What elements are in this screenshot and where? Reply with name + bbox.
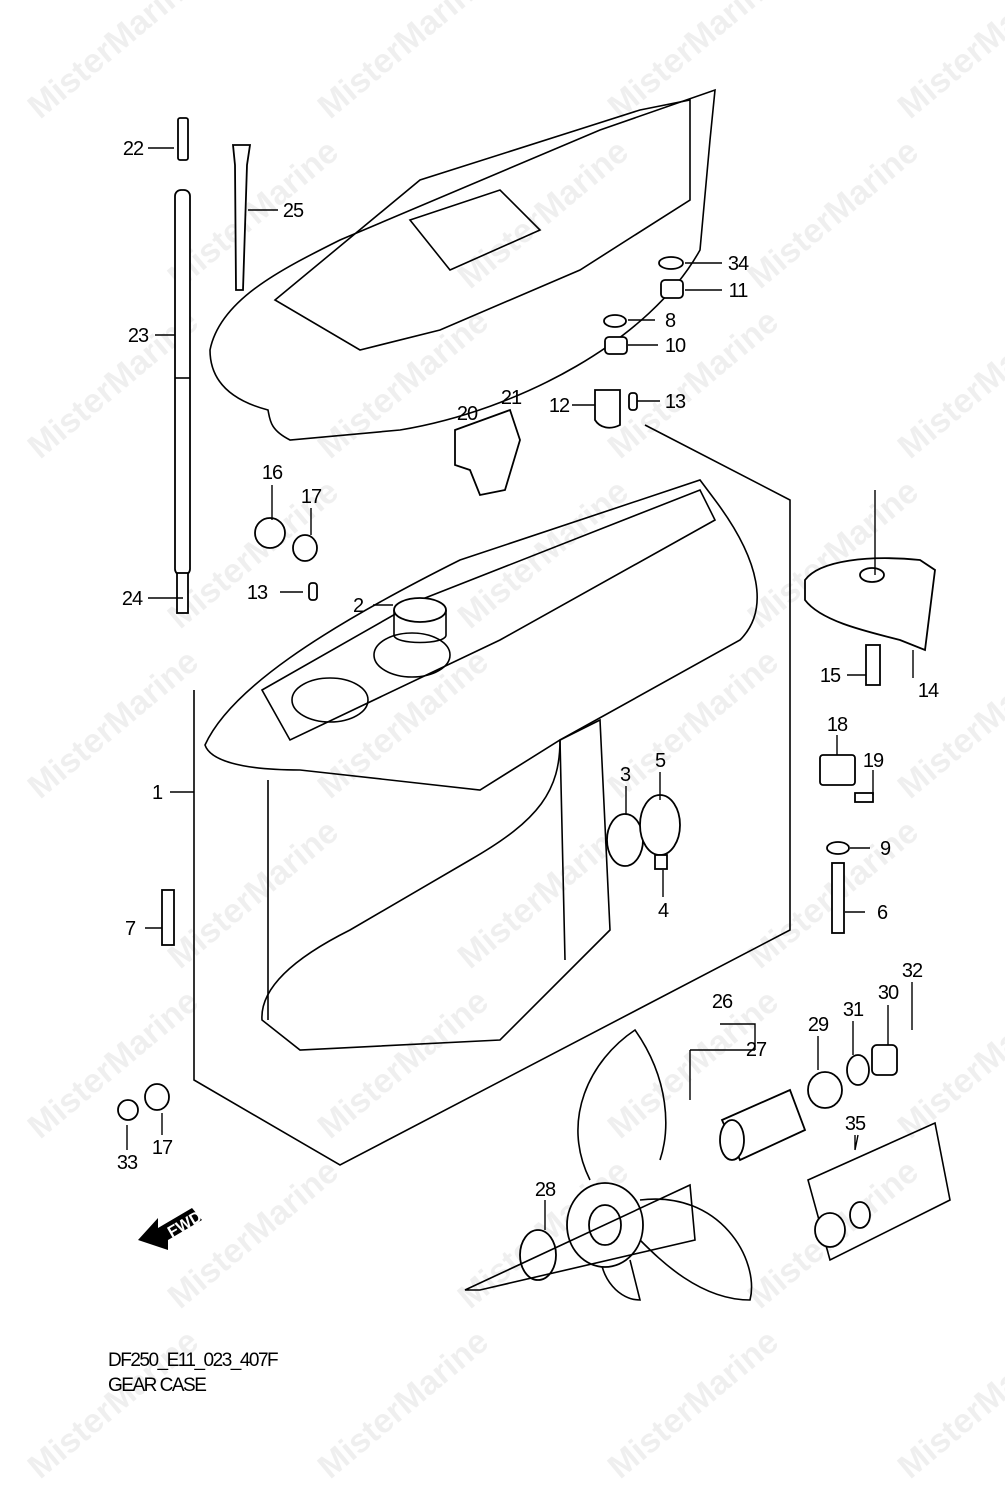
callout-13: 13 <box>247 582 268 604</box>
callout-33: 33 <box>117 1152 138 1174</box>
watermark-text: MisterMarine <box>891 982 1005 1146</box>
callout-4: 4 <box>658 900 669 922</box>
callout-17: 17 <box>152 1137 173 1159</box>
watermark-text: MisterMarine <box>21 1322 206 1486</box>
callout-6: 6 <box>877 902 888 924</box>
watermark-text: MisterMarine <box>891 302 1005 466</box>
callout-29: 29 <box>808 1014 829 1036</box>
callout-14: 14 <box>918 680 939 702</box>
callout-34: 34 <box>728 253 749 275</box>
watermark-text: MisterMarine <box>21 0 206 126</box>
callout-18: 18 <box>827 714 848 736</box>
callout-1: 1 <box>152 782 163 804</box>
callout-8: 8 <box>665 310 676 332</box>
callout-17: 17 <box>301 486 322 508</box>
water-pump-cover-part <box>209 88 716 441</box>
watermark-text: MisterMarine <box>21 642 206 806</box>
watermark-text: MisterMarine <box>601 302 786 466</box>
watermark-text: MisterMarine <box>741 132 926 296</box>
watermark-text: MisterMarine <box>601 0 786 126</box>
watermark-text: MisterMarine <box>891 642 1005 806</box>
callout-28: 28 <box>535 1179 556 1201</box>
callout-24: 24 <box>122 588 143 610</box>
callout-27: 27 <box>746 1039 767 1061</box>
callout-22: 22 <box>123 138 144 160</box>
callout-9: 9 <box>880 838 891 860</box>
propeller-part <box>464 1028 753 1301</box>
watermark-text: MisterMarine <box>161 812 346 976</box>
callout-2: 2 <box>353 595 364 617</box>
callout-30: 30 <box>878 982 899 1004</box>
callout-23: 23 <box>128 325 149 347</box>
leader-lines <box>126 147 914 1230</box>
callout-20: 20 <box>457 403 478 425</box>
watermark-text: MisterMarine <box>891 0 1005 126</box>
callout-3: 3 <box>620 764 631 786</box>
callout-16: 16 <box>262 462 283 484</box>
callout-19: 19 <box>863 750 884 772</box>
fwd-arrow-icon: FWD <box>138 1208 205 1250</box>
callout-10: 10 <box>665 335 686 357</box>
watermark-text: MisterMarine <box>311 0 496 126</box>
callout-13: 13 <box>665 391 686 413</box>
callout-7: 7 <box>125 918 136 940</box>
watermark-text: MisterMarine <box>891 1322 1005 1486</box>
callout-5: 5 <box>655 750 666 772</box>
watermark-text: MisterMarine <box>311 982 496 1146</box>
callout-35: 35 <box>845 1113 866 1135</box>
callout-32: 32 <box>902 960 923 982</box>
callout-15: 15 <box>820 665 841 687</box>
callout-12: 12 <box>549 395 570 417</box>
callout-31: 31 <box>843 999 864 1021</box>
watermark-text: MisterMarine <box>601 1322 786 1486</box>
watermark-text: MisterMarine <box>451 132 636 296</box>
callout-21: 21 <box>501 387 522 409</box>
diagram-code: DF250_E11_023_407F <box>108 1350 279 1371</box>
gear-case-part <box>193 424 791 1166</box>
small-parts <box>117 117 951 1281</box>
callout-11: 11 <box>729 280 749 302</box>
diagram-title: GEAR CASE <box>108 1375 207 1396</box>
watermark-text: MisterMarine <box>161 1152 346 1316</box>
callout-25: 25 <box>283 200 304 222</box>
watermark-text: MisterMarine <box>21 982 206 1146</box>
watermark-text: MisterMarine <box>311 1322 496 1486</box>
callout-26: 26 <box>712 991 733 1013</box>
